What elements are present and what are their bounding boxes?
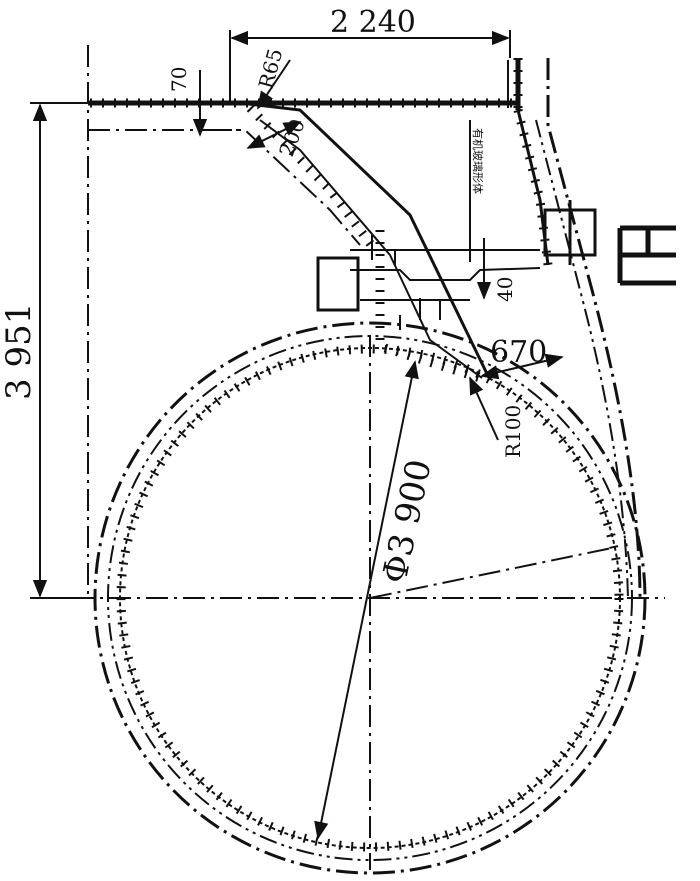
anchor-block-left — [316, 256, 360, 312]
ramp-ticks — [246, 104, 379, 253]
ramp-bottom-ticks — [383, 343, 482, 383]
anchor-block-lines — [350, 249, 541, 301]
right-outer-sweep-1 — [546, 58, 642, 601]
dim-diameter-label: Φ3 900 — [375, 456, 440, 587]
dim-diameter-line — [314, 360, 419, 840]
dim-3951-label: 3 951 — [0, 303, 39, 400]
ramp-lower-line — [210, 129, 361, 246]
anchor-stubs — [371, 235, 441, 330]
anchor-ticks-circle — [116, 344, 624, 852]
dim-200-label: 200 — [274, 116, 310, 160]
dim-r65-label: R65 — [254, 46, 288, 91]
dim-670-line — [480, 353, 564, 380]
right-outer-sweep-2 — [535, 119, 629, 601]
dim-r100-label: R100 — [501, 405, 525, 458]
dim-40-label: 40 — [493, 277, 517, 302]
lining-outer-circle — [107, 335, 633, 861]
vertical-note-text: 有机玻璃形体 — [471, 128, 485, 194]
dim-2240-label: 2 240 — [330, 5, 416, 40]
dim-r65-leader — [257, 59, 291, 110]
dim-200-line — [246, 121, 302, 149]
side-symbol-mark — [617, 225, 676, 286]
dim-670-label: 670 — [490, 335, 547, 370]
dim-r100-leader — [469, 376, 499, 441]
dim-70-label: 70 — [167, 67, 191, 92]
outer-boundary-circle — [93, 321, 647, 875]
